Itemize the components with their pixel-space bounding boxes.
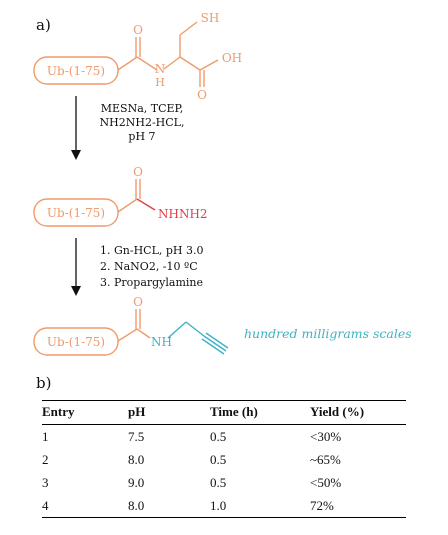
cell-time: 0.5 (210, 452, 227, 467)
ub-oval (33, 56, 119, 85)
ub-label-1: Ub-(1-75) (47, 64, 105, 78)
ub-label-2: Ub-(1-75) (47, 206, 105, 220)
oxygen-label-3: O (133, 295, 143, 309)
sh-label: SH (201, 11, 220, 25)
reaction-arrow-1 (71, 96, 81, 160)
oxygen-label-1: O (133, 23, 143, 37)
ub-label-3: Ub-(1-75) (47, 335, 105, 349)
step1-conditions: MESNa, TCEP, NH2NH2-HCL, pH 7 (100, 102, 185, 143)
step1-line1: MESNa, TCEP, (101, 102, 183, 115)
cell-entry: 4 (42, 494, 128, 518)
cell-yield: ~65% (310, 452, 341, 467)
molecule-ub-hydrazide (33, 179, 156, 227)
step2-line2: 2. NaNO2, -10 ºC (100, 260, 198, 273)
reaction-arrow-2 (71, 238, 81, 296)
scale-note: hundred milligrams scales (244, 326, 412, 341)
cell-time: 0.5 (210, 429, 227, 444)
header-ph: pH (128, 400, 210, 425)
step1-line2: NH2NH2-HCL, (100, 116, 185, 129)
oxygen-label-2: O (133, 165, 143, 179)
cell-entry: 2 (42, 452, 49, 467)
step2-conditions: 1. Gn-HCL, pH 3.0 2. NaNO2, -10 ºC 3. Pr… (100, 244, 204, 289)
nh-label-3: NH (151, 335, 172, 349)
table-row: 4 8.0 1.0 72% (42, 494, 406, 518)
conditions-table: Entry pH Time (h) Yield (%) 1 7.5 0.5 <3… (42, 400, 406, 518)
step1-line3: pH 7 (128, 130, 155, 143)
oxygen-label-1b: O (197, 88, 207, 102)
cell-time: 1.0 (210, 494, 310, 518)
panel-a-label: a) (36, 16, 51, 34)
table-row: 3 9.0 0.5 <50% (42, 471, 406, 494)
cell-entry: 1 (42, 429, 49, 444)
header-yield: Yield (%) (310, 400, 406, 425)
cell-yield: <30% (310, 429, 342, 444)
cell-ph: 8.0 (128, 452, 145, 467)
molecule-ub-propargylamide (33, 309, 229, 356)
cell-ph: 9.0 (128, 475, 145, 490)
n-label-1: N (155, 62, 166, 76)
ub-oval-3 (33, 327, 119, 356)
oh-label: OH (222, 51, 242, 65)
step2-line1: 1. Gn-HCL, pH 3.0 (100, 244, 204, 257)
table-row: 2 8.0 0.5 ~65% (42, 448, 406, 471)
cell-yield: <50% (310, 475, 342, 490)
table-row: 1 7.5 0.5 <30% (42, 425, 406, 449)
molecule-ub-cysteine (33, 21, 219, 87)
cell-ph: 8.0 (128, 494, 210, 518)
cell-yield: 72% (310, 494, 406, 518)
cell-entry: 3 (42, 475, 49, 490)
cell-time: 0.5 (210, 475, 227, 490)
header-entry: Entry (42, 400, 128, 425)
h-label-1: H (155, 76, 165, 89)
cell-ph: 7.5 (128, 429, 145, 444)
ub-oval-2 (33, 198, 119, 227)
hydrazide-group-label: NHNH2 (158, 207, 208, 221)
header-time: Time (h) (210, 400, 310, 425)
step2-line3: 3. Propargylamine (100, 276, 203, 289)
table-header-row: Entry pH Time (h) Yield (%) (42, 400, 406, 425)
panel-b-label: b) (36, 374, 51, 392)
